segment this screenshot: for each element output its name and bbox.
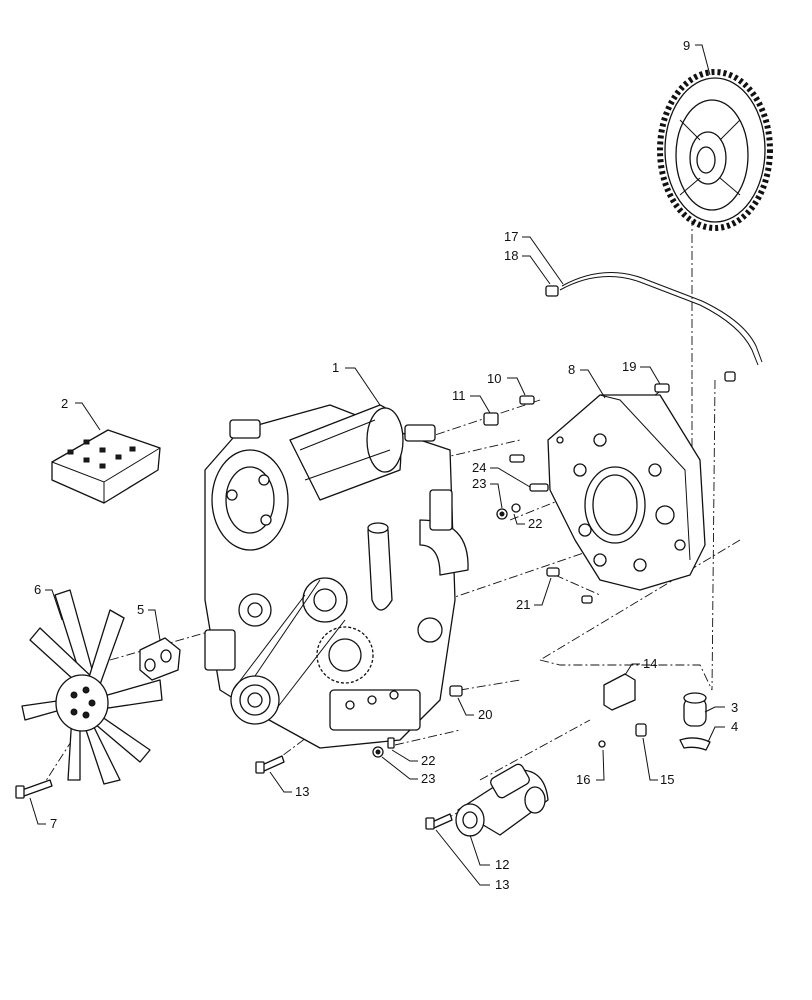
cooling-fan bbox=[21, 589, 163, 785]
callout-24: 24 bbox=[472, 460, 486, 475]
callout-13-b: 13 bbox=[495, 877, 509, 892]
callout-5: 5 bbox=[137, 602, 144, 617]
pipe-assembly bbox=[545, 272, 763, 382]
callout-11: 11 bbox=[452, 388, 466, 403]
callout-21: 21 bbox=[516, 597, 530, 612]
callout-12: 12 bbox=[495, 857, 509, 872]
callout-17: 17 bbox=[504, 229, 518, 244]
callout-23-a: 23 bbox=[472, 476, 486, 491]
callout-3: 3 bbox=[731, 700, 738, 715]
callout-23-b: 23 bbox=[421, 771, 435, 786]
flywheel-housing bbox=[547, 394, 706, 591]
assembly-centerlines bbox=[39, 200, 741, 823]
callout-7: 7 bbox=[50, 816, 57, 831]
callout-1: 1 bbox=[332, 360, 339, 375]
callout-22-a: 22 bbox=[528, 516, 542, 531]
callout-14: 14 bbox=[643, 656, 657, 671]
callout-9: 9 bbox=[683, 38, 690, 53]
callout-19: 19 bbox=[622, 359, 636, 374]
callout-15: 15 bbox=[660, 772, 674, 787]
callout-20: 20 bbox=[478, 707, 492, 722]
callout-6: 6 bbox=[34, 582, 41, 597]
callout-2: 2 bbox=[61, 396, 68, 411]
control-module bbox=[51, 429, 161, 504]
callout-4: 4 bbox=[731, 719, 738, 734]
engine-block bbox=[204, 404, 469, 749]
callout-10: 10 bbox=[487, 371, 501, 386]
flywheel-ring-gear bbox=[657, 69, 773, 231]
callout-8: 8 bbox=[568, 362, 575, 377]
callouts: 1 2 3 4 5 6 7 8 9 10 11 12 13 bbox=[29, 38, 738, 892]
fasteners bbox=[15, 383, 711, 830]
callout-22-b: 22 bbox=[421, 753, 435, 768]
fan-spacer bbox=[139, 637, 181, 681]
callout-18: 18 bbox=[504, 248, 518, 263]
callout-13-a: 13 bbox=[295, 784, 309, 799]
callout-16: 16 bbox=[576, 772, 590, 787]
starter-motor bbox=[455, 763, 549, 837]
